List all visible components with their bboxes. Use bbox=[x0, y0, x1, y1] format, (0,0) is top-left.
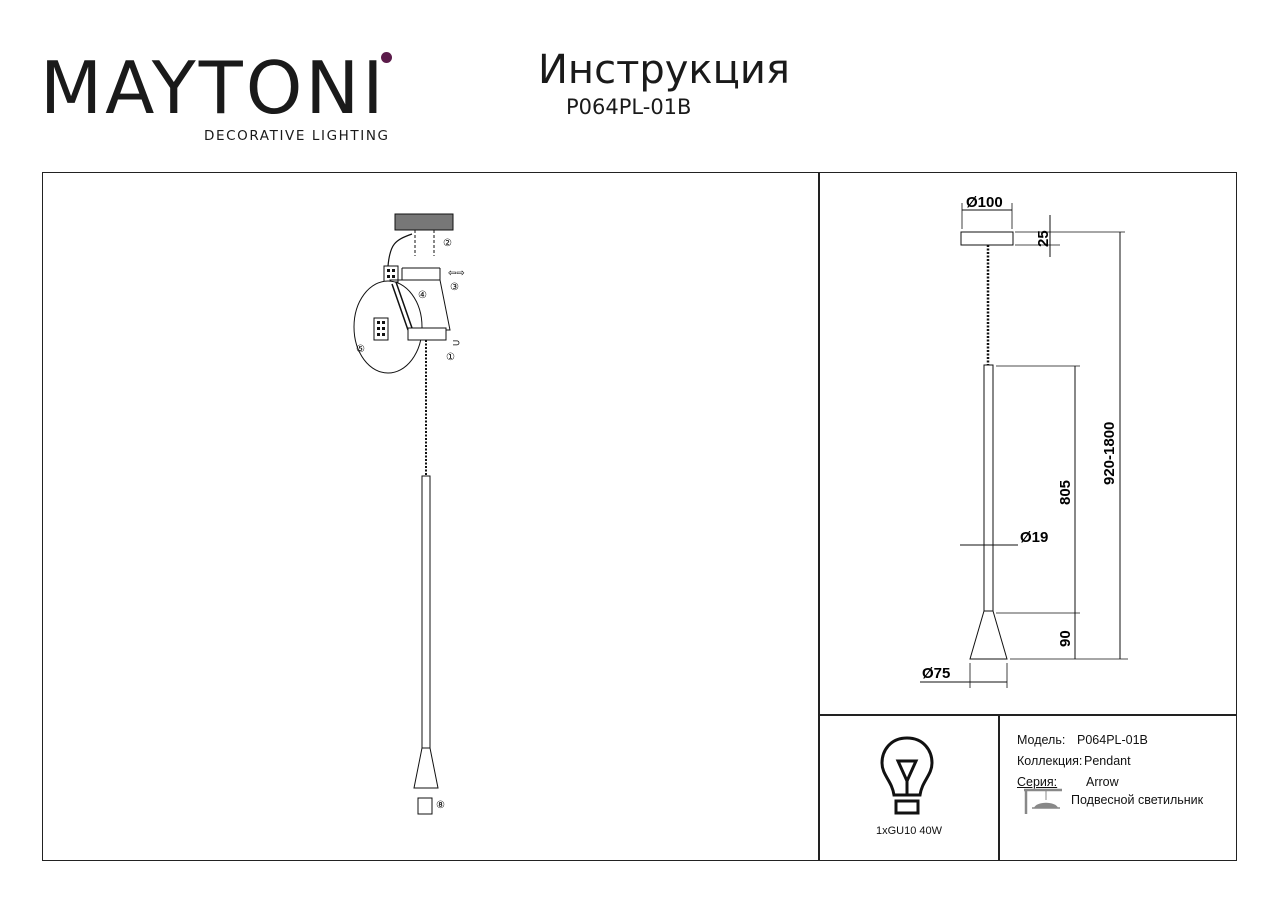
document-model-code: P064PL-01B bbox=[566, 95, 692, 119]
step-label: ③ bbox=[450, 282, 459, 293]
tube-outline bbox=[983, 364, 994, 612]
shade bbox=[413, 747, 439, 789]
document-title: Инструкция bbox=[538, 47, 790, 93]
collection-value: Pendant bbox=[1084, 754, 1131, 768]
brand-tagline: DECORATIVE LIGHTING bbox=[204, 128, 390, 144]
bulb-icon bbox=[880, 736, 934, 815]
brand-accent-dot bbox=[381, 52, 392, 63]
frame-divider-horizontal bbox=[818, 714, 1237, 716]
series-value: Arrow bbox=[1086, 775, 1119, 789]
brand-name: MAYTONI bbox=[40, 46, 387, 130]
frame-divider-specs bbox=[998, 714, 1000, 861]
svg-text:⊃: ⊃ bbox=[452, 338, 460, 349]
step-label: ⑧ bbox=[436, 800, 445, 811]
collection-label: Коллекция: bbox=[1017, 754, 1083, 768]
dim-overall-height: 920-1800 bbox=[1101, 422, 1118, 485]
step-label: ⑤ bbox=[356, 344, 365, 355]
canopy-outline bbox=[960, 231, 1014, 246]
step-label: ④ bbox=[418, 290, 427, 301]
brand-wordmark: MAYTONI bbox=[40, 52, 387, 124]
tube bbox=[421, 475, 431, 749]
dimension-drawing: Ø100 25 920-1800 805 Ø19 90 Ø75 bbox=[920, 194, 1128, 688]
frame-divider-vertical bbox=[818, 172, 820, 861]
svg-text:⇦⇨: ⇦⇨ bbox=[448, 268, 465, 279]
assembly-drawing: ② ⇦⇨ ③ ④ ⑤ ⊃ ① ⑧ bbox=[353, 213, 465, 815]
ceiling-plate bbox=[394, 213, 454, 231]
series-label: Серия: bbox=[1017, 775, 1058, 789]
canopy bbox=[407, 327, 447, 341]
step-label: ② bbox=[443, 238, 452, 249]
lamp-spec: 1xGU10 40W bbox=[876, 825, 943, 837]
dim-shade-diameter: Ø75 bbox=[922, 665, 950, 682]
brand-logo: MAYTONI DECORATIVE LIGHTING bbox=[40, 52, 400, 152]
gu10-bulb bbox=[417, 797, 433, 815]
dim-tube-length: 805 bbox=[1057, 480, 1074, 505]
step-label: ① bbox=[446, 352, 455, 363]
dim-shade-height: 90 bbox=[1057, 630, 1074, 647]
dim-tube-diameter: Ø19 bbox=[1020, 529, 1048, 546]
pendant-type-icon bbox=[1024, 788, 1062, 814]
model-value: P064PL-01B bbox=[1077, 733, 1148, 747]
shade-outline bbox=[969, 610, 1008, 660]
drawing-frame bbox=[42, 172, 1237, 861]
model-label: Модель: bbox=[1017, 733, 1066, 747]
dim-canopy-height: 25 bbox=[1035, 230, 1052, 247]
type-value: Подвесной светильник bbox=[1071, 793, 1204, 807]
dim-canopy-diameter: Ø100 bbox=[966, 194, 1003, 211]
